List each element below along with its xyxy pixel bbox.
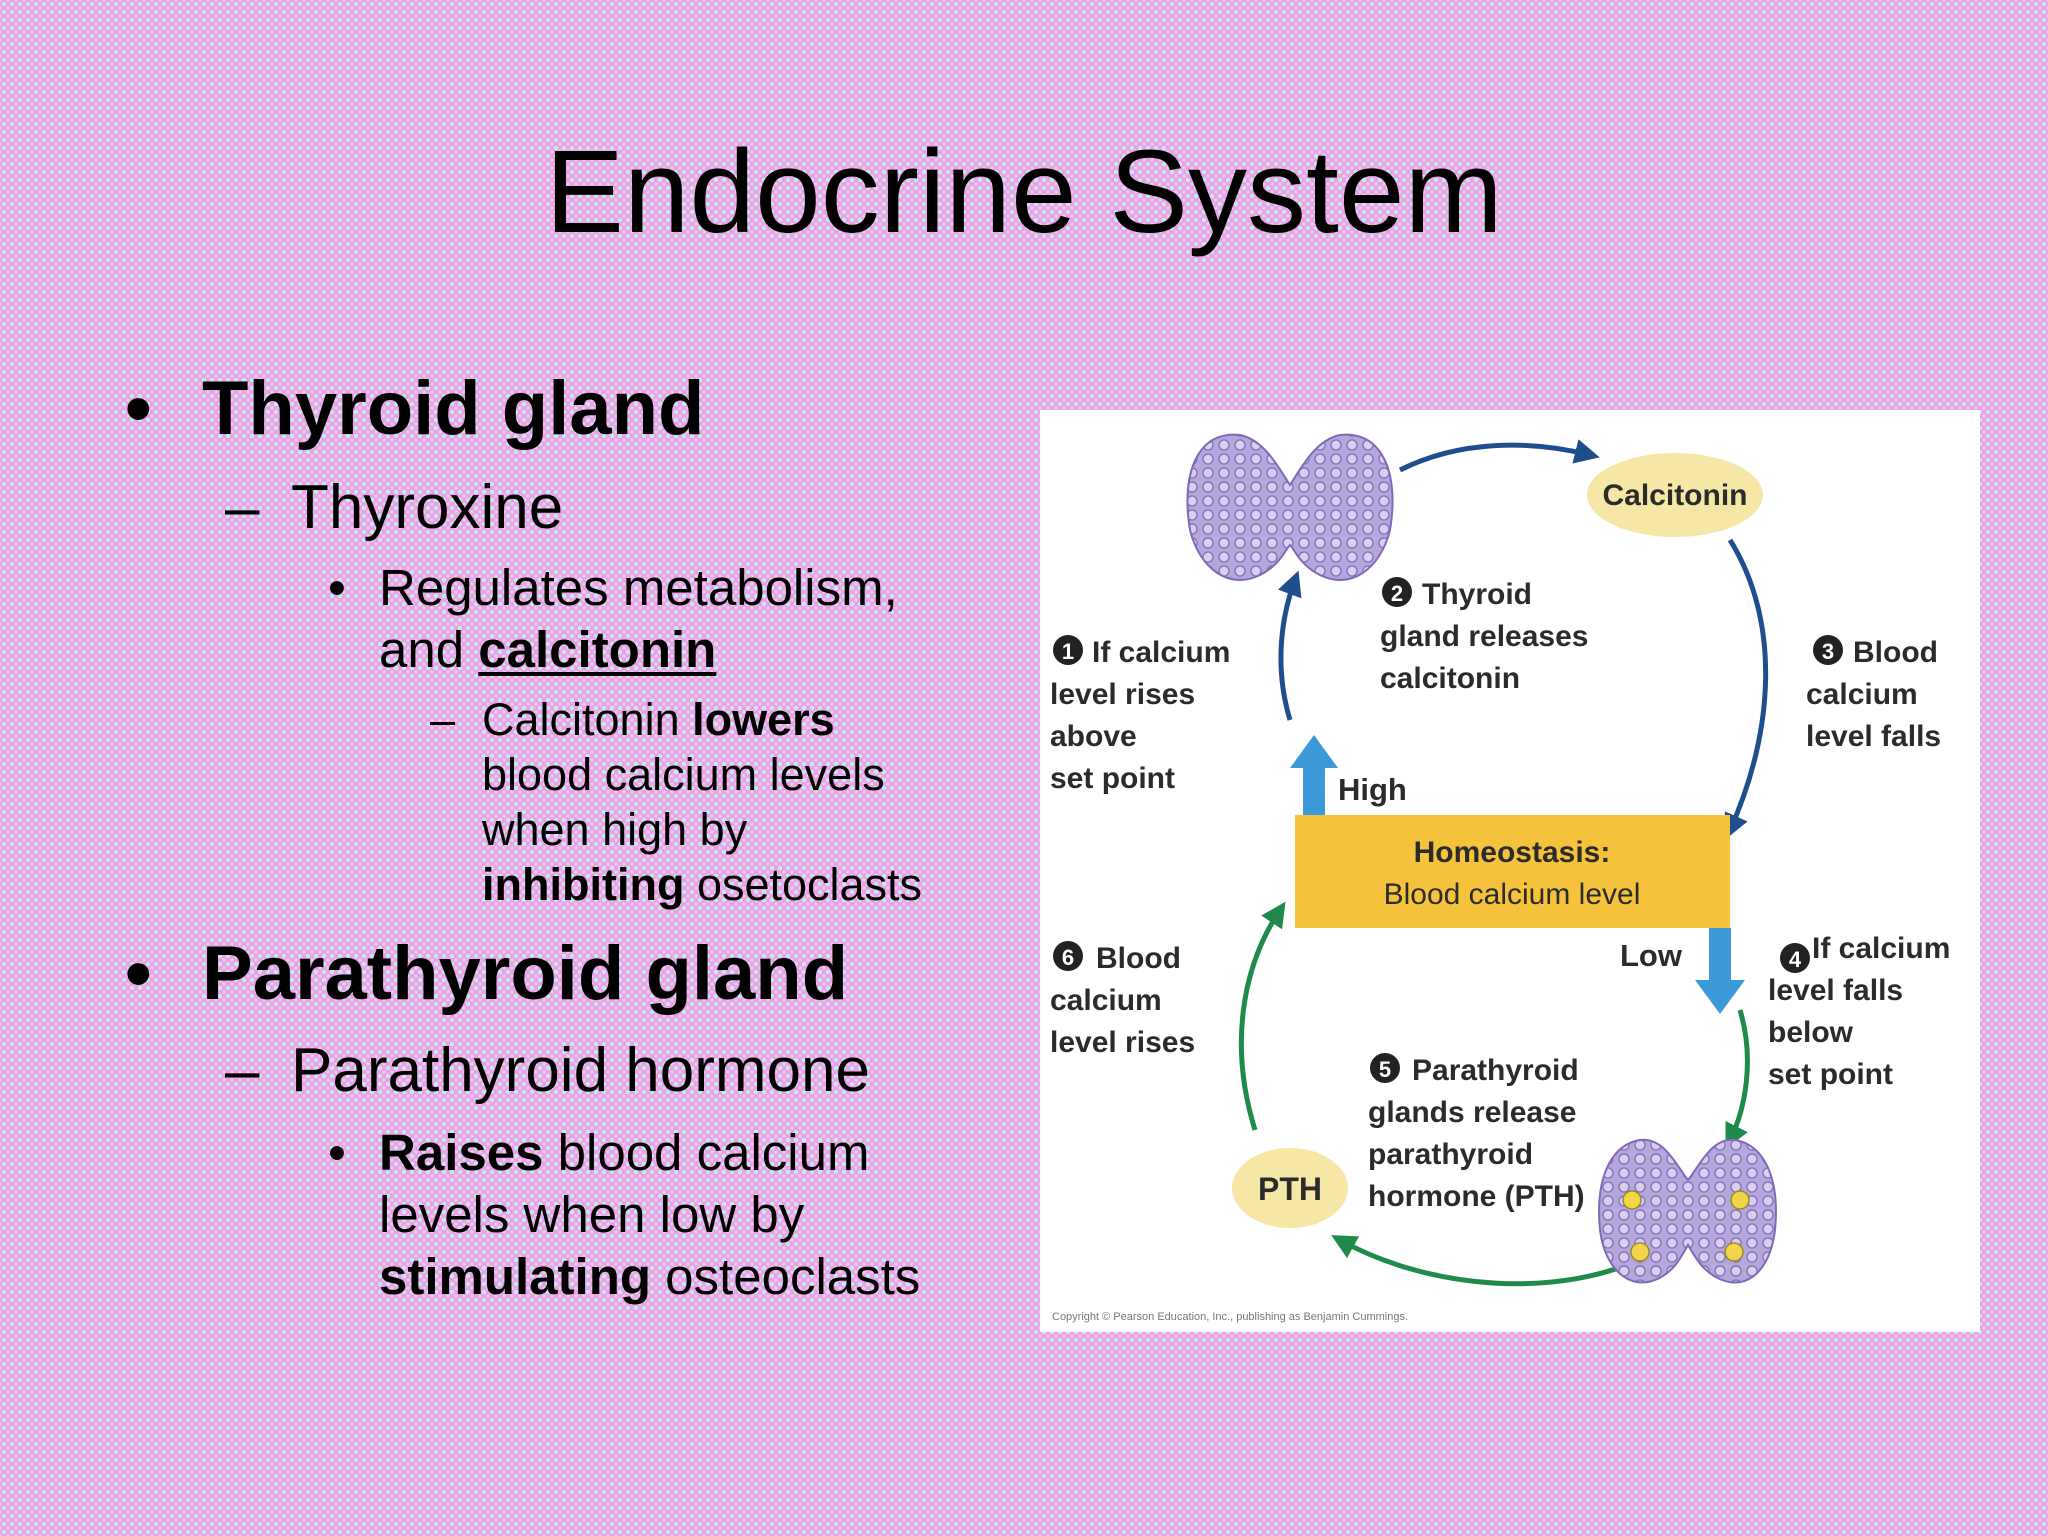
bullet-regulates-metabolism: • Regulates metabolism, and calcitonin [328, 557, 898, 681]
regulates-line2-pre: and [379, 621, 479, 678]
bullet-marker: • [328, 559, 346, 616]
bullet-calcitonin-lowers: – Calcitonin lowers blood calcium levels… [430, 692, 922, 912]
step-4-line-2: level falls [1768, 974, 1903, 1007]
step-5-line-1: Parathyroid [1412, 1054, 1579, 1087]
step-4-number: 4 [1789, 947, 1802, 972]
regulates-line1: Regulates metabolism, [379, 559, 898, 616]
dash-marker: – [430, 694, 456, 745]
step-1-line-2: level rises [1050, 678, 1195, 711]
calc-lowers: lowers [692, 694, 835, 745]
calcitonin-label: Calcitonin [1602, 479, 1747, 512]
parathyroid-heading: Parathyroid gland [202, 931, 849, 1016]
bullet-raises-calcium: • Raises blood calcium levels when low b… [328, 1122, 920, 1308]
pth-label: PTH [1258, 1171, 1322, 1207]
step-3-line-3: level falls [1806, 720, 1941, 753]
step-6-line-1: Blood [1096, 942, 1181, 975]
thyroid-gland-illustration [1186, 433, 1394, 581]
thyroxine-text: Thyroxine [291, 473, 564, 542]
bullet-marker: • [125, 366, 152, 451]
step-4-line-3: below [1768, 1016, 1854, 1049]
step-2: 2 Thyroid gland releases calcitonin [1380, 577, 1588, 695]
homeostasis-box: Homeostasis: Blood calcium level [1295, 815, 1730, 928]
step-2-line-3: calcitonin [1380, 662, 1520, 695]
calc-line2: blood calcium levels [482, 749, 885, 800]
step-1-line-4: set point [1050, 762, 1175, 795]
step-4-line-1: If calcium [1812, 932, 1950, 965]
step-6-line-3: level rises [1050, 1026, 1195, 1059]
bullet-thyroid-gland: • Thyroid gland [125, 365, 704, 452]
step-3: 3 Blood calcium level falls [1806, 635, 1941, 753]
step-2-line-1: Thyroid [1422, 578, 1532, 611]
arrow-calcitonin-to-homeostasis [1724, 538, 1769, 840]
homeostasis-line2: Blood calcium level [1384, 878, 1641, 911]
calcitonin-underlined: calcitonin [478, 621, 717, 678]
thyroid-heading: Thyroid gland [202, 366, 705, 451]
parathyroid-gland-illustration [1598, 1138, 1777, 1284]
step-3-line-1: Blood [1853, 636, 1938, 669]
step-5-line-3: parathyroid [1368, 1138, 1533, 1171]
step-4-line-4: set point [1768, 1058, 1893, 1091]
parathyroid-hormone-text: Parathyroid hormone [291, 1036, 870, 1105]
step-5: 5 Parathyroid glands release parathyroid… [1368, 1053, 1585, 1213]
figure-copyright: Copyright © Pearson Education, Inc., pub… [1052, 1311, 1408, 1323]
calc-pre: Calcitonin [482, 694, 693, 745]
high-label: High [1338, 772, 1407, 807]
homeostasis-line1: Homeostasis: [1414, 836, 1611, 869]
step-3-line-2: calcium [1806, 678, 1918, 711]
arrow-high-to-thyroid [1278, 570, 1302, 721]
step-1-line-3: above [1050, 720, 1137, 753]
step-1: 1 If calcium level rises above set point [1050, 635, 1230, 795]
arrow-thyroid-to-calcitonin [1398, 439, 1600, 473]
high-up-arrow: High [1290, 735, 1407, 815]
bullet-marker: • [125, 931, 152, 1016]
arrow-parathyroid-to-pth [1331, 1235, 1652, 1287]
calc-inhibiting: inhibiting [482, 859, 685, 910]
calc-line3: when high by [482, 804, 748, 855]
calcitonin-text: Calcitonin lowers blood calcium levels w… [482, 692, 922, 912]
homeostasis-diagram: Calcitonin PTH Homeostasis: Blood calciu… [1050, 433, 1950, 1323]
step-6-line-2: calcium [1050, 984, 1162, 1017]
step-1-line-1: If calcium [1092, 636, 1230, 669]
low-down-arrow: Low [1620, 928, 1745, 1014]
step-6: 6 Blood calcium level rises [1050, 941, 1195, 1059]
bullet-marker: • [328, 1124, 346, 1181]
raises-post2: osteoclasts [651, 1248, 921, 1305]
bullet-parathyroid-gland: • Parathyroid gland [125, 930, 848, 1017]
low-label: Low [1620, 938, 1683, 973]
step-3-number: 3 [1822, 639, 1834, 664]
arrow-pth-to-homeostasis [1238, 901, 1286, 1131]
pth-oval: PTH [1232, 1148, 1348, 1228]
dash-marker: – [225, 1036, 260, 1105]
step-2-number: 2 [1391, 581, 1403, 606]
raises-text: Raises blood calcium levels when low by … [379, 1122, 920, 1308]
calcitonin-oval: Calcitonin [1587, 453, 1763, 537]
regulates-text: Regulates metabolism, and calcitonin [379, 557, 898, 681]
step-6-number: 6 [1062, 945, 1074, 970]
calcium-homeostasis-figure: Calcitonin PTH Homeostasis: Blood calciu… [1040, 410, 1980, 1332]
bullet-parathyroid-hormone: – Parathyroid hormone [225, 1035, 870, 1106]
step-5-line-4: hormone (PTH) [1368, 1180, 1585, 1213]
arrow-low-to-parathyroid [1725, 1009, 1750, 1149]
slide-title: Endocrine System [545, 126, 1503, 258]
calc-post: osetoclasts [684, 859, 923, 910]
raises-bold: Raises [379, 1124, 544, 1181]
step-5-number: 5 [1379, 1057, 1391, 1082]
raises-stimulating: stimulating [379, 1248, 652, 1305]
dash-marker: – [225, 473, 260, 542]
bullet-thyroxine: – Thyroxine [225, 472, 563, 543]
step-4: 4 If calcium level falls below set point [1768, 932, 1950, 1091]
step-5-line-2: glands release [1368, 1096, 1576, 1129]
raises-line2: levels when low by [379, 1186, 805, 1243]
step-2-line-2: gland releases [1380, 620, 1588, 653]
raises-post: blood calcium [543, 1124, 870, 1181]
step-1-number: 1 [1062, 639, 1074, 664]
